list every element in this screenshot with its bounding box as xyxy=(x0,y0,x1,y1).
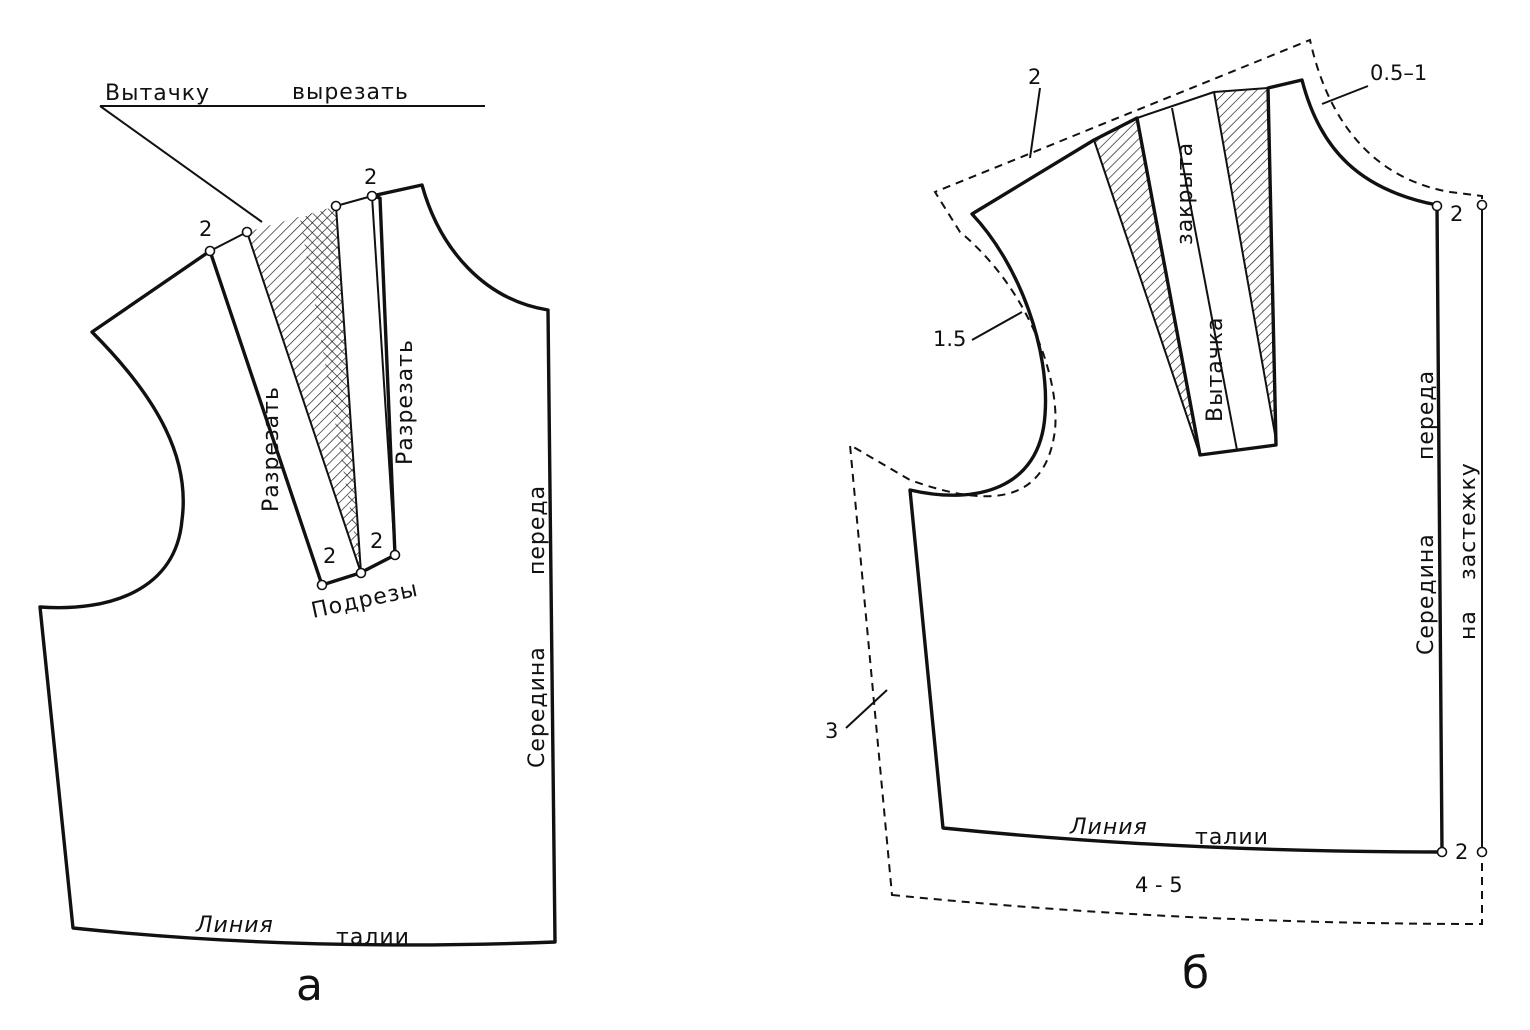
slash-right-label: Разрезать xyxy=(393,339,418,465)
mark-2-top: 2 xyxy=(1450,202,1463,226)
leader-text-1: Вытачку xyxy=(105,81,210,106)
point-b-1 xyxy=(1431,200,1443,212)
waist-text-2-a: талии xyxy=(336,925,410,950)
dart-text-2: закрыта xyxy=(1173,142,1198,245)
diagram-a: Вытачку вырезать 2 2 2 2 Разрезать Разре… xyxy=(38,80,557,1011)
point-a-5 xyxy=(316,579,328,591)
facing-text-2: застежку xyxy=(1456,462,1481,580)
allow-side: 3 xyxy=(825,719,838,743)
caption-b: б xyxy=(1182,948,1209,999)
mark-2-b: 2 xyxy=(364,165,377,189)
mark-2-bottom: 2 xyxy=(1455,840,1468,864)
allow-hem: 4 - 5 xyxy=(1135,873,1183,897)
mark-2-d: 2 xyxy=(370,529,383,553)
center-text-2-a: переда xyxy=(525,485,550,575)
center-text-1-b: Середина xyxy=(1414,533,1439,655)
bodice-outline-b xyxy=(908,78,1444,854)
mark-2-c: 2 xyxy=(323,544,336,568)
allow-arm: 1.5 xyxy=(933,327,966,351)
point-a-3 xyxy=(330,200,342,212)
point-b-4 xyxy=(1476,846,1488,858)
facing-text-1: на xyxy=(1456,610,1481,640)
leader-text-2: вырезать xyxy=(292,80,409,105)
point-b-2 xyxy=(1476,199,1488,211)
center-text-1-a: Середина xyxy=(525,646,550,768)
point-a-7 xyxy=(389,549,401,561)
point-b-3 xyxy=(1436,846,1448,858)
diagram-b: 2 0.5–1 1.5 3 4 - 5 2 2 Вытачка закрыта … xyxy=(825,38,1488,999)
point-a-2 xyxy=(241,226,253,238)
slash-left-label: Разрезать xyxy=(259,386,284,512)
allow-shoulder: 2 xyxy=(1028,65,1041,89)
waist-text-1-b: Линия xyxy=(1069,815,1148,840)
caption-a: а xyxy=(296,960,323,1011)
allowance-outline-b xyxy=(848,38,1483,926)
dart-text-1: Вытачка xyxy=(1203,316,1228,422)
center-text-2-b: переда xyxy=(1414,370,1439,460)
allow-neck: 0.5–1 xyxy=(1370,61,1427,85)
mark-2-a: 2 xyxy=(199,217,212,241)
point-a-1 xyxy=(204,245,216,257)
point-a-4 xyxy=(366,190,378,202)
waist-text-1-a: Линия xyxy=(195,913,274,938)
waist-text-2-b: талии xyxy=(1195,825,1269,850)
bodice-outline-a xyxy=(38,183,557,947)
point-a-6 xyxy=(355,567,367,579)
dart-hatched-a2 xyxy=(300,206,361,573)
dart-hatch-left-b xyxy=(1094,118,1200,455)
